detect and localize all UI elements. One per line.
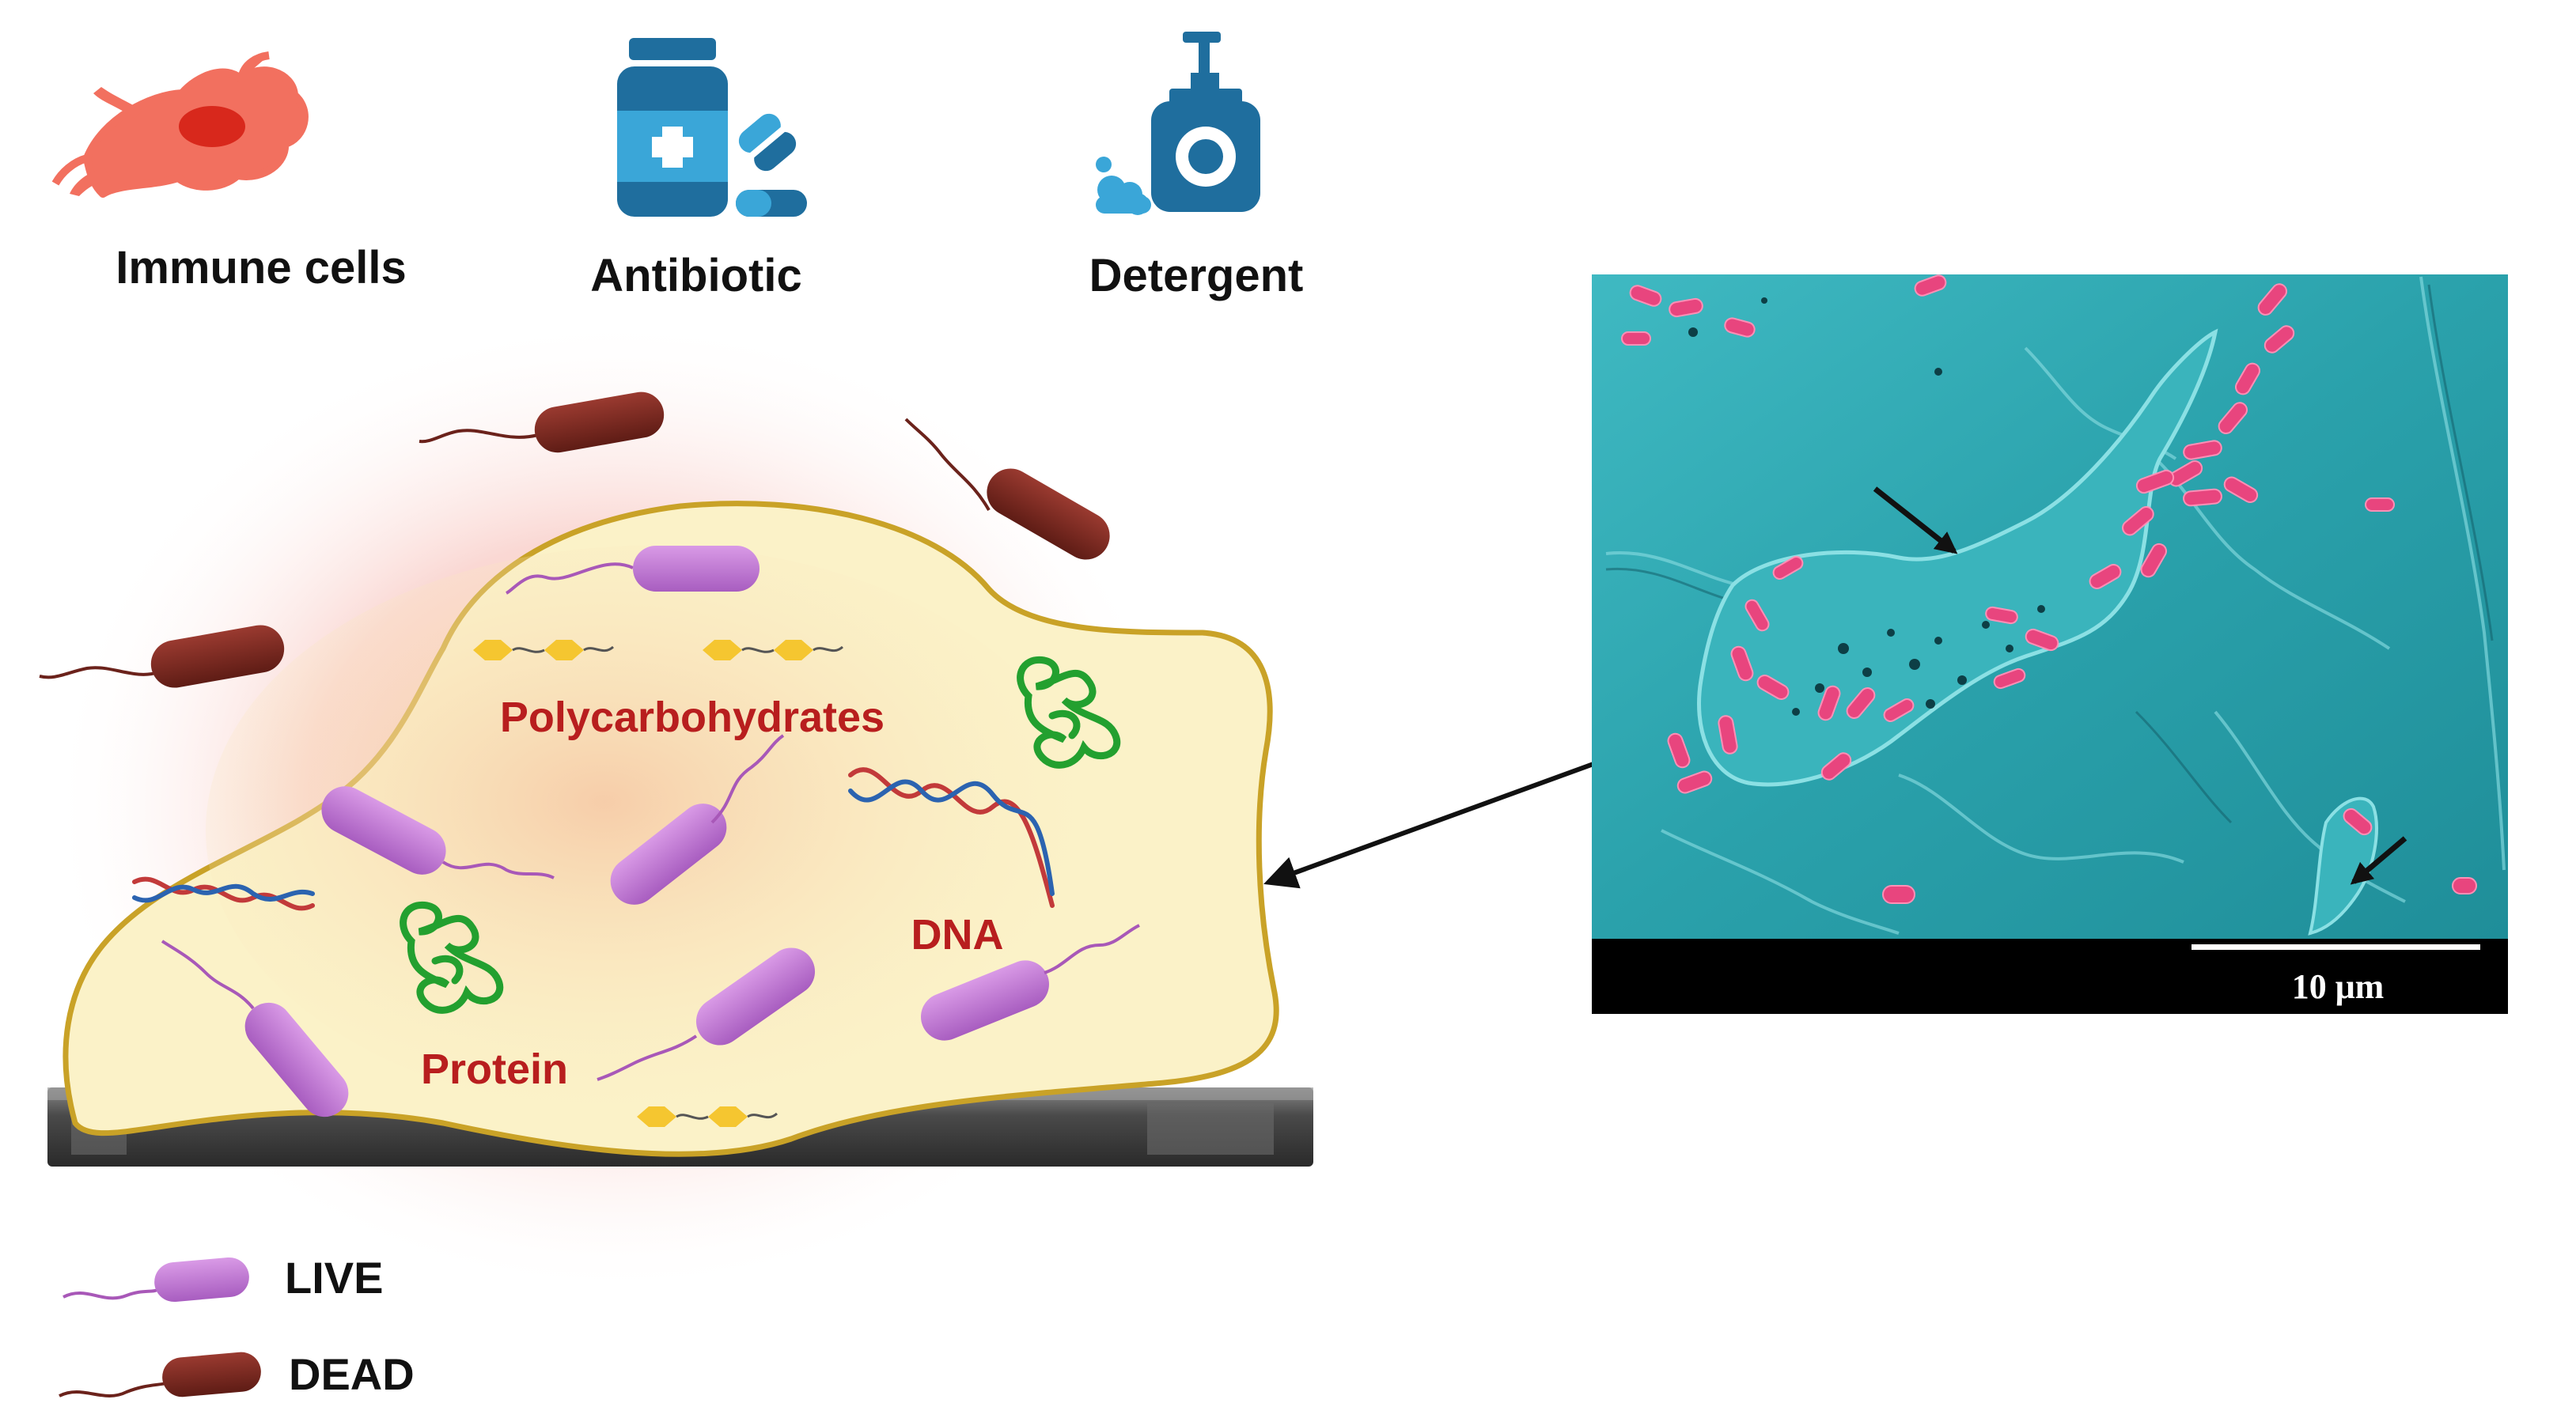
- live-bacterium: [610, 734, 785, 905]
- protein-coil: [400, 902, 504, 1014]
- scale-bar: [2191, 944, 2480, 950]
- live-bacterium: [161, 940, 349, 1118]
- immune-cells-label: Immune cells: [116, 242, 406, 293]
- legend-dead: DEAD: [59, 1349, 415, 1399]
- antibiotic-bottle-icon: [617, 38, 807, 217]
- polycarbohydrate-chain: [637, 1106, 778, 1127]
- polycarbohydrates-label: Polycarbohydrates: [500, 694, 885, 741]
- live-bacterium: [505, 546, 760, 595]
- dna-helix: [132, 876, 315, 911]
- sem-micrograph: 10 μm: [1592, 274, 2508, 1014]
- polycarbohydrate-chain: [703, 640, 844, 660]
- legend-live: LIVE: [63, 1253, 383, 1303]
- dead-bacterium: [39, 625, 285, 688]
- immune-cell-icon: [51, 51, 309, 198]
- dead-bacterium: [419, 391, 665, 453]
- legend-dead-label: DEAD: [289, 1349, 415, 1399]
- dna-helix: [848, 767, 1055, 908]
- protein-label: Protein: [421, 1046, 568, 1093]
- live-bacterium: [597, 947, 816, 1081]
- live-bacterium: [921, 924, 1140, 1041]
- protein-coil: [1017, 656, 1121, 769]
- detergent-pump-bottle-icon: [1096, 32, 1260, 215]
- legend-live-label: LIVE: [285, 1253, 383, 1303]
- live-bacterium: [321, 786, 555, 879]
- detergent-label: Detergent: [1089, 250, 1304, 301]
- antibiotic-label: Antibiotic: [590, 250, 801, 301]
- polycarbohydrate-chain: [473, 640, 615, 660]
- dna-label: DNA: [911, 911, 1004, 959]
- dead-bacterium: [904, 418, 1110, 560]
- scale-bar-label: 10 μm: [2292, 967, 2385, 1006]
